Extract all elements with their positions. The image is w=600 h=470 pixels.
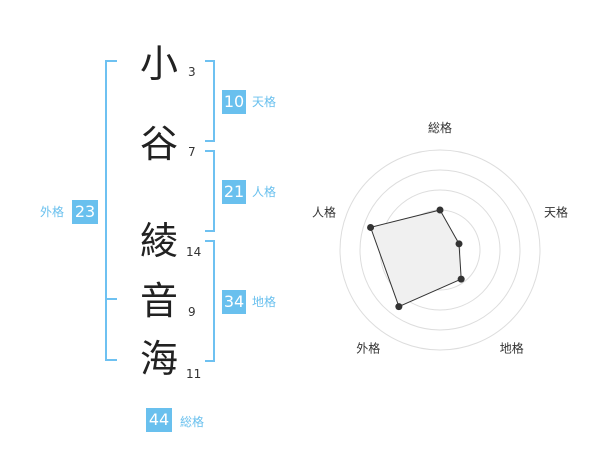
radar-axis-label: 外格	[356, 341, 380, 356]
name-char-2: 谷	[140, 122, 179, 166]
radar-point	[395, 303, 403, 311]
gai-bracket	[105, 60, 117, 361]
radar-point	[457, 275, 465, 283]
sou-label: 総格	[180, 415, 205, 429]
stroke-count-5: 11	[186, 367, 202, 381]
stroke-count-4: 9	[188, 305, 196, 319]
radar-axis-label: 総格	[428, 120, 452, 135]
stroke-count-1: 3	[188, 65, 196, 79]
ten-value-box: 10	[222, 90, 246, 114]
jin-bracket	[205, 150, 215, 232]
sou-value-box: 44	[146, 408, 172, 432]
chi-bracket	[205, 240, 215, 362]
radar-point	[436, 206, 444, 214]
radar-point	[455, 240, 463, 248]
name-char-4: 音	[140, 279, 179, 323]
gai-bracket-tick	[105, 298, 117, 300]
radar-axis-label: 人格	[312, 204, 336, 219]
jin-value-box: 21	[222, 180, 246, 204]
name-char-3: 綾	[140, 219, 179, 263]
gai-label: 外格	[40, 205, 65, 219]
chi-value-box: 34	[222, 290, 246, 314]
radar-axis-label: 天格	[544, 204, 568, 219]
chi-label: 地格	[252, 295, 277, 309]
gai-value-box: 23	[72, 200, 98, 224]
ten-bracket	[205, 60, 215, 142]
name-char-5: 海	[140, 337, 179, 381]
jin-label: 人格	[252, 185, 277, 199]
ten-label: 天格	[252, 95, 277, 109]
radar-point	[367, 223, 375, 231]
radar-ring	[359, 169, 521, 331]
radar-polygon	[369, 209, 462, 308]
radar-ring	[339, 149, 541, 351]
name-char-1: 小	[140, 42, 179, 86]
stroke-count-3: 14	[186, 245, 202, 259]
radar-axis-label: 地格	[500, 341, 524, 356]
stroke-count-2: 7	[188, 145, 196, 159]
radar-points	[367, 206, 465, 311]
